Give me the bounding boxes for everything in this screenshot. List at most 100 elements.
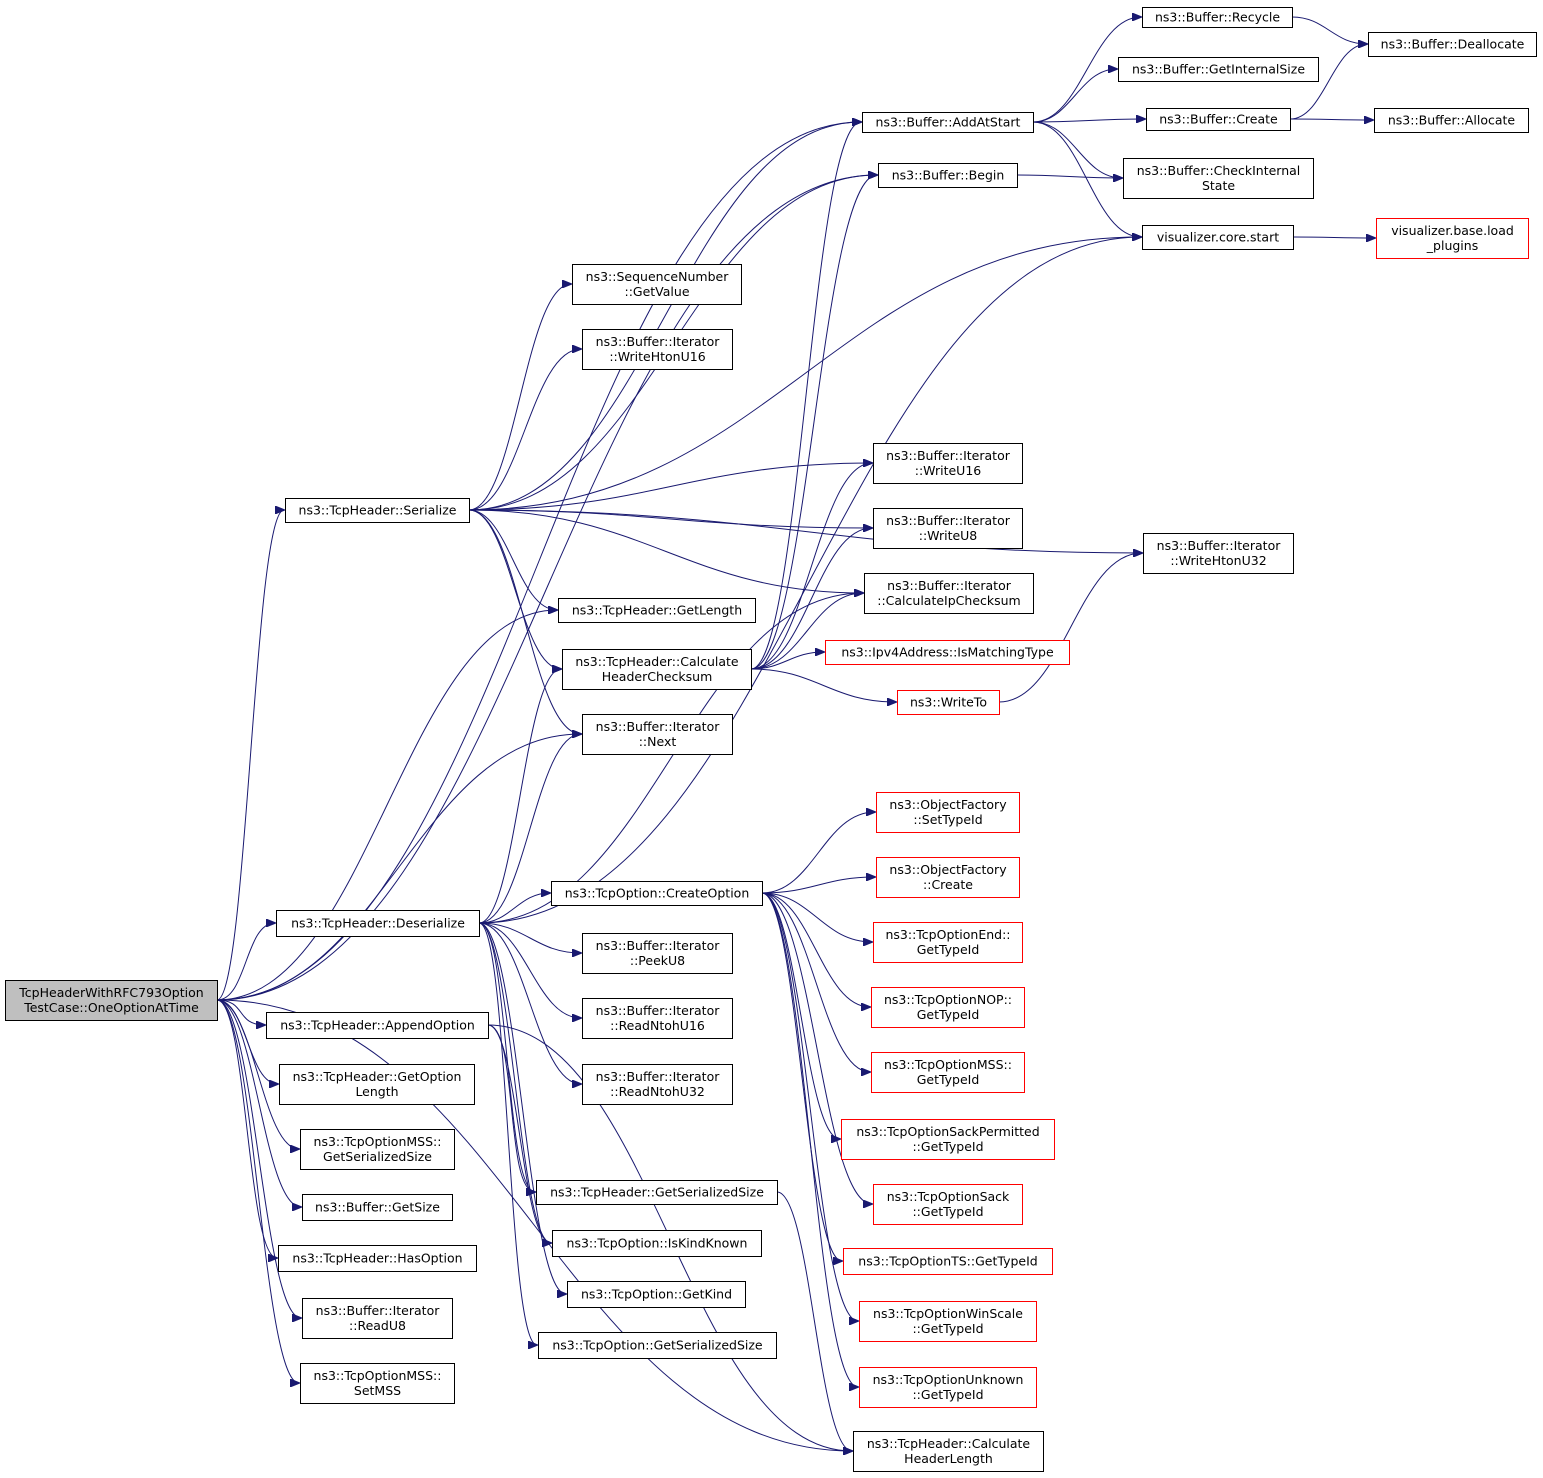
node-opt-sack[interactable]: ns3::TcpOptionSack::GetTypeId (873, 1184, 1023, 1225)
edge-createOption-to-optWinScale (761, 892, 858, 1321)
node-write-to[interactable]: ns3::WriteTo (897, 690, 1000, 715)
node-root[interactable]: TcpHeaderWithRFC793OptionTestCase::OneOp… (5, 980, 218, 1021)
edge-createOption-to-ofCreate (761, 877, 875, 894)
node-of-create[interactable]: ns3::ObjectFactory::Create (876, 857, 1020, 898)
node-peek-u8[interactable]: ns3::Buffer::Iterator::PeekU8 (582, 933, 733, 974)
node-opt-mss[interactable]: ns3::TcpOptionMSS::GetTypeId (871, 1052, 1025, 1093)
node-create-option[interactable]: ns3::TcpOption::CreateOption (551, 881, 763, 906)
node-get-length[interactable]: ns3::TcpHeader::GetLength (558, 598, 756, 623)
edge-calcHeaderChecksum-to-writeU8 (750, 528, 872, 670)
edge-calcHeaderChecksum-to-addAtStart (750, 122, 861, 670)
node-box (302, 1194, 453, 1221)
edge-appendOption-to-isKindKnown (487, 1024, 551, 1243)
node-is-matching-type[interactable]: ns3::Ipv4Address::IsMatchingType (825, 640, 1070, 665)
node-next[interactable]: ns3::Buffer::Iterator::Next (582, 714, 733, 755)
edge-root-to-begin (216, 175, 877, 1001)
node-label-line: ::ReadNtohU16 (610, 1018, 705, 1033)
node-label-line: ns3::TcpOptionSack (887, 1189, 1010, 1204)
node-add-at-start[interactable]: ns3::Buffer::AddAtStart (862, 112, 1034, 133)
node-viz-load[interactable]: visualizer.base.load_plugins (1376, 218, 1529, 259)
node-allocate[interactable]: ns3::Buffer::Allocate (1374, 108, 1529, 133)
node-box (558, 598, 756, 623)
node-of-set-type-id[interactable]: ns3::ObjectFactory::SetTypeId (876, 792, 1020, 833)
node-append-option[interactable]: ns3::TcpHeader::AppendOption (266, 1012, 489, 1039)
node-opt-nop[interactable]: ns3::TcpOptionNOP::GetTypeId (871, 987, 1025, 1028)
node-get-internal-size[interactable]: ns3::Buffer::GetInternalSize (1118, 57, 1319, 82)
node-box (859, 1301, 1037, 1342)
edge-serialize-to-calcIpChecksum (468, 509, 863, 593)
node-label-line: GetSerializedSize (323, 1149, 432, 1164)
edge-addAtStart-to-vizStart (1032, 121, 1141, 237)
node-write-hton-u16[interactable]: ns3::Buffer::Iterator::WriteHtonU16 (582, 329, 733, 370)
node-label-line: ns3::Buffer::GetSize (315, 1200, 440, 1215)
node-dealloc[interactable]: ns3::Buffer::Deallocate (1368, 32, 1537, 57)
node-label-line: ns3::TcpHeader::GetLength (572, 603, 742, 618)
edge-deserialize-to-calcIpChecksum (478, 593, 863, 924)
node-read-u8[interactable]: ns3::Buffer::Iterator::ReadU8 (302, 1298, 453, 1339)
edge-root-to-readU8 (216, 999, 301, 1318)
node-label-line: ns3::Buffer::Iterator (886, 513, 1011, 528)
edge-vizStart-to-vizLoad (1292, 237, 1375, 238)
node-box (843, 1248, 1053, 1275)
node-viz-start[interactable]: visualizer.core.start (1142, 225, 1294, 250)
node-th-get-ser-size[interactable]: ns3::TcpHeader::GetSerializedSize (536, 1180, 778, 1205)
node-begin[interactable]: ns3::Buffer::Begin (878, 163, 1018, 188)
node-write-u16[interactable]: ns3::Buffer::Iterator::WriteU16 (873, 443, 1023, 484)
node-label-line: ns3::TcpHeader::Deserialize (291, 916, 465, 931)
node-read-ntoh-u32[interactable]: ns3::Buffer::Iterator::ReadNtohU32 (582, 1064, 733, 1105)
node-box (871, 1052, 1025, 1093)
node-box (1376, 218, 1529, 259)
node-opt-unknown[interactable]: ns3::TcpOptionUnknown::GetTypeId (859, 1367, 1037, 1408)
node-box (1146, 108, 1291, 131)
node-recycle[interactable]: ns3::Buffer::Recycle (1142, 7, 1293, 28)
node-write-u8[interactable]: ns3::Buffer::Iterator::WriteU8 (873, 508, 1023, 549)
node-box (582, 933, 733, 974)
node-label-line: GetTypeId (917, 1072, 980, 1087)
node-label-line: ns3::TcpHeader::GetSerializedSize (550, 1185, 764, 1200)
node-is-kind-known[interactable]: ns3::TcpOption::IsKindKnown (552, 1230, 762, 1257)
edge-thGetSerSize-to-calcHeaderLength (776, 1191, 852, 1451)
node-label-line: ns3::Buffer::Iterator (596, 719, 721, 734)
edge-createOption-to-optTs (761, 892, 842, 1261)
node-opt-sack-perm[interactable]: ns3::TcpOptionSackPermitted::GetTypeId (841, 1119, 1055, 1160)
node-create[interactable]: ns3::Buffer::Create (1146, 108, 1291, 131)
node-opt-get-ser-size[interactable]: ns3::TcpOption::GetSerializedSize (538, 1332, 777, 1359)
node-set-mss[interactable]: ns3::TcpOptionMSS::SetMSS (300, 1363, 455, 1404)
edge-createOption-to-optEnd (761, 892, 872, 942)
node-calc-ip-checksum[interactable]: ns3::Buffer::Iterator::CalculateIpChecks… (864, 573, 1034, 614)
edge-createOption-to-ofSetTypeId (761, 812, 875, 894)
node-label-line: ::WriteU16 (915, 463, 982, 478)
node-box (276, 910, 480, 937)
node-opt-end[interactable]: ns3::TcpOptionEnd::GetTypeId (873, 922, 1023, 963)
node-box (841, 1119, 1055, 1160)
node-label-line: ns3::TcpHeader::Calculate (575, 654, 739, 669)
edge-serialize-to-writeU8 (468, 509, 872, 528)
node-box (876, 857, 1020, 898)
node-buf-get-size[interactable]: ns3::Buffer::GetSize (302, 1194, 453, 1221)
edge-deserialize-to-readNtohU16 (478, 922, 581, 1018)
node-has-option[interactable]: ns3::TcpHeader::HasOption (278, 1245, 477, 1272)
node-seq-get-value[interactable]: ns3::SequenceNumber::GetValue (572, 264, 742, 305)
node-opt-ts[interactable]: ns3::TcpOptionTS::GetTypeId (843, 1248, 1053, 1275)
node-label-line: ns3::ObjectFactory (889, 797, 1007, 812)
node-label-line: ns3::Buffer::Iterator (887, 578, 1012, 593)
node-label-line: ns3::TcpOptionWinScale (873, 1306, 1023, 1321)
node-label-line: ns3::Buffer::Allocate (1388, 113, 1516, 128)
node-label-line: ::SetTypeId (913, 812, 982, 827)
node-box (853, 1431, 1044, 1472)
node-serialize[interactable]: ns3::TcpHeader::Serialize (285, 498, 470, 523)
node-opt-win-scale[interactable]: ns3::TcpOptionWinScale::GetTypeId (859, 1301, 1037, 1342)
node-deserialize[interactable]: ns3::TcpHeader::Deserialize (276, 910, 480, 937)
node-box (300, 1129, 455, 1170)
node-mss-get-ser-size[interactable]: ns3::TcpOptionMSS::GetSerializedSize (300, 1129, 455, 1170)
node-get-kind[interactable]: ns3::TcpOption::GetKind (567, 1281, 746, 1308)
node-label-line: ::GetValue (624, 284, 689, 299)
node-read-ntoh-u16[interactable]: ns3::Buffer::Iterator::ReadNtohU16 (582, 998, 733, 1039)
edge-root-to-deserialize (216, 923, 275, 1001)
node-box (582, 714, 733, 755)
node-write-hton-u32[interactable]: ns3::Buffer::Iterator::WriteHtonU32 (1143, 533, 1294, 574)
